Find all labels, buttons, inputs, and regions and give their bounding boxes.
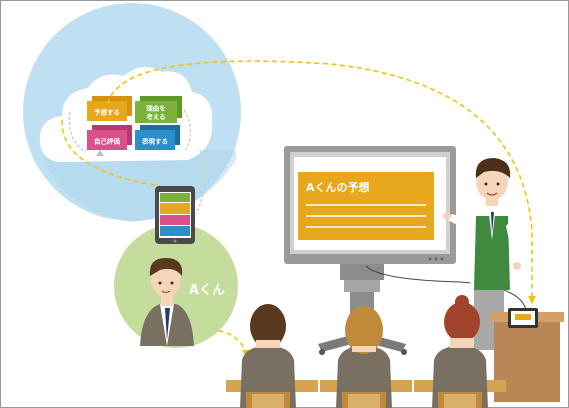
card-reason-label-line2: 考える [146, 112, 165, 121]
arrow-down-icon [528, 296, 536, 304]
screen-title: Aくんの予想 [306, 180, 370, 194]
student-a-figure [140, 258, 194, 346]
card-express-label: 表現する [141, 137, 168, 146]
card-reason-label-line1: 理由を [146, 104, 166, 113]
tablet-link-line-2 [195, 149, 206, 215]
cloud-dashed-arc-left [68, 111, 87, 153]
card-predict: 予想する [87, 96, 132, 121]
cloud-dashed-arc-right [183, 109, 192, 151]
card-predict-label: 予想する [94, 108, 120, 117]
student-a-label: Aくん [189, 283, 225, 298]
screen-card [298, 172, 434, 240]
card-self-eval: 自己評価 [87, 125, 132, 150]
arrow-up-icon [96, 150, 104, 156]
card-self-eval-label: 自己評価 [94, 137, 121, 146]
teacher-desk [490, 308, 564, 402]
tablet-icon [155, 186, 195, 244]
student-back-right [414, 295, 506, 408]
student-back-left [226, 304, 318, 408]
card-express: 表現する [135, 125, 180, 150]
student-back-middle [320, 306, 412, 408]
card-reason: 理由を 考える [135, 96, 182, 123]
